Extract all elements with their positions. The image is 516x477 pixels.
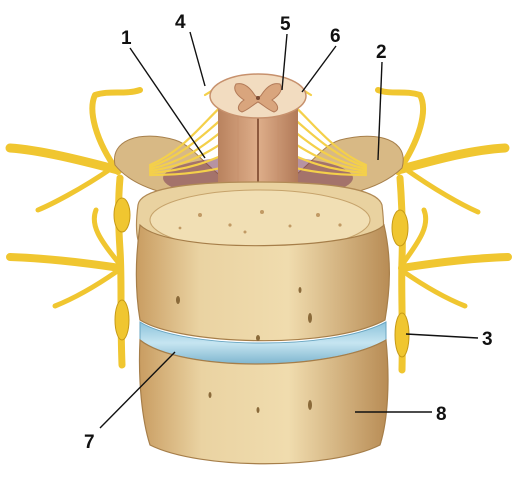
- leader-line-3: [406, 334, 478, 338]
- label-4: 4: [175, 12, 186, 33]
- right-spinal-nerves: [378, 90, 508, 370]
- label-8: 8: [436, 404, 447, 425]
- leader-line-6: [302, 46, 336, 92]
- label-6: 6: [330, 26, 341, 47]
- label-1: 1: [121, 28, 132, 49]
- label-7: 7: [84, 432, 95, 453]
- label-3: 3: [482, 329, 493, 350]
- left-spinal-nerves: [10, 90, 140, 365]
- leader-line-4: [190, 32, 205, 86]
- label-2: 2: [376, 42, 387, 63]
- label-5: 5: [280, 14, 291, 35]
